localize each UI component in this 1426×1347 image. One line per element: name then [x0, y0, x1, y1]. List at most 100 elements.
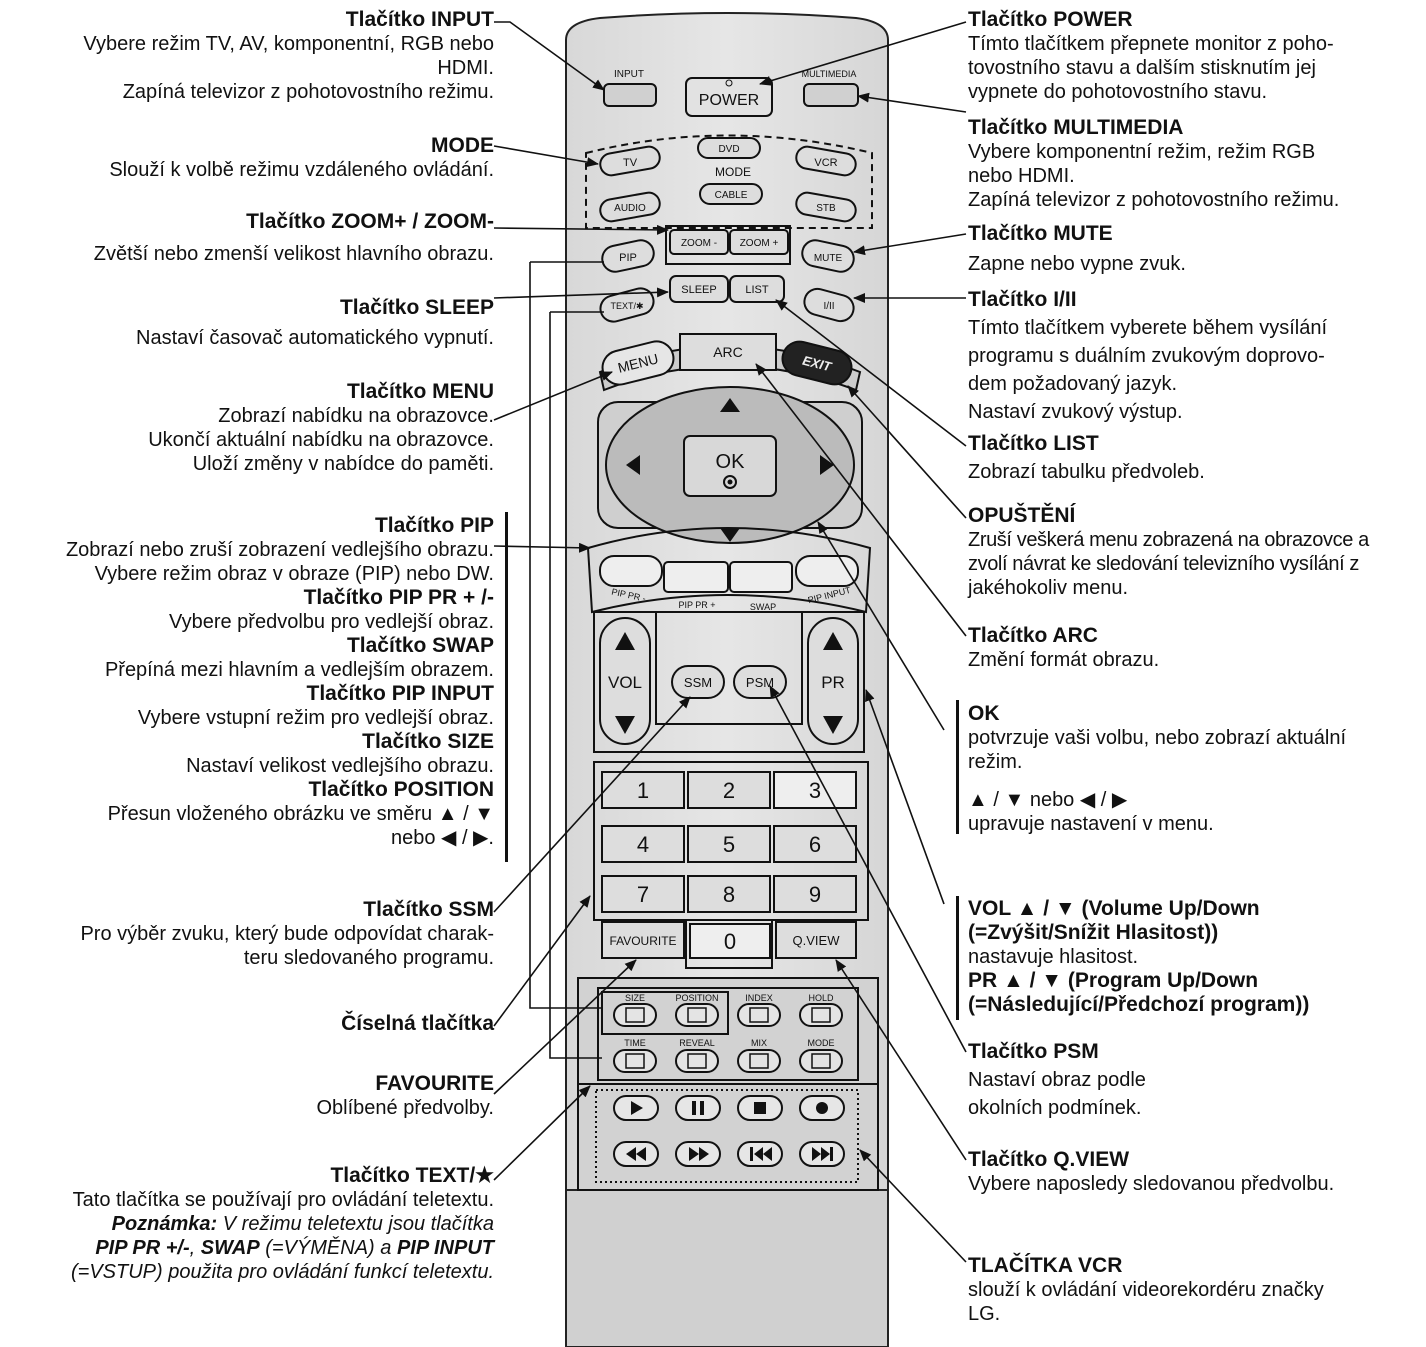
dvd-button[interactable] — [697, 137, 761, 159]
ssm-title: Tlačítko SSM — [363, 898, 494, 921]
qview-button[interactable] — [775, 921, 857, 959]
text-desc: Tato tlačítka se používají pro ovládání … — [72, 1189, 494, 1211]
nav-left-icon[interactable] — [626, 455, 640, 475]
swap-title: Tlačítko SWAP — [346, 634, 494, 657]
qview-title: Tlačítko Q.VIEW — [968, 1148, 1130, 1171]
text-note-1: Poznámka: V režimu teletextu jsou tlačít… — [71, 1212, 494, 1236]
i-ii-button[interactable] — [801, 286, 856, 324]
mute-label: MUTE — [814, 253, 843, 264]
list-button[interactable] — [729, 275, 785, 303]
numeric-title: Číselná tlačítka — [341, 1012, 494, 1035]
i-ii-desc-3: dem požadovaný jazyk. — [968, 373, 1178, 395]
play-icon — [631, 1101, 643, 1115]
menu-title: Tlačítko MENU — [346, 380, 494, 403]
note-2b: , — [189, 1237, 201, 1259]
mode-label: MODE — [715, 165, 751, 179]
skip-forward-icon — [812, 1147, 833, 1161]
nav-right-icon[interactable] — [820, 455, 834, 475]
sleep-button[interactable] — [669, 275, 729, 303]
stb-button[interactable] — [795, 191, 858, 223]
power-button[interactable] — [685, 77, 773, 117]
zero-button[interactable] — [689, 923, 771, 959]
nav-down-icon[interactable] — [720, 528, 740, 542]
vol-label: VOL — [608, 673, 642, 692]
pip-label: PIP — [619, 252, 637, 264]
sleep-callout: Tlačítko SLEEP Nastaví časovač automatic… — [136, 296, 494, 350]
input-button[interactable] — [603, 83, 657, 107]
position-title: Tlačítko POSITION — [308, 778, 494, 801]
qview-desc: Vybere naposledy sledovanou předvolbu. — [968, 1173, 1335, 1195]
zoom-minus-label: ZOOM - — [681, 238, 717, 249]
zoom-minus-button[interactable] — [669, 229, 729, 255]
sleep-title: Tlačítko SLEEP — [339, 296, 494, 319]
ok-desc-1: potvrzuje vaši volbu, nebo zobrazí aktuá… — [968, 727, 1346, 749]
pip-desc-2: Vybere režim obraz v obraze (PIP) nebo D… — [94, 563, 494, 585]
nav-up-icon[interactable] — [720, 398, 740, 412]
exit-title: OPUŠTĚNÍ — [968, 504, 1076, 527]
favourite-title: FAVOURITE — [375, 1072, 494, 1095]
pip-input-button[interactable] — [795, 555, 859, 587]
swap-button[interactable] — [729, 561, 793, 593]
audio-button[interactable] — [599, 191, 662, 223]
text-note-3: (=VSTUP) použita pro ovládání funkcí tel… — [71, 1261, 494, 1283]
ok-arrows-desc: upravuje nastavení v menu. — [968, 813, 1214, 835]
tv-button[interactable] — [599, 145, 662, 177]
mute-title: Tlačítko MUTE — [968, 222, 1113, 245]
pippr-title: Tlačítko PIP PR + /- — [303, 586, 494, 609]
digit-1: 1 — [637, 778, 649, 803]
menu-desc-3: Uloží změny v nabídce do paměti. — [192, 453, 494, 475]
teletext-buttons[interactable] — [613, 1003, 843, 1073]
ssm-button[interactable] — [671, 665, 725, 699]
mode-group-outline — [585, 134, 873, 229]
digit-3: 3 — [809, 778, 821, 803]
psm-desc-2: okolních podmínek. — [968, 1097, 1142, 1119]
ok-title: OK — [968, 702, 1000, 725]
pause-icon — [692, 1101, 704, 1115]
pr-label: PR — [821, 673, 845, 692]
zoom-title: Tlačítko ZOOM+ / ZOOM- — [246, 210, 494, 233]
exit-button[interactable] — [779, 338, 855, 388]
pip-desc-1: Zobrazí nebo zruší zobrazení vedlejšího … — [65, 539, 494, 561]
list-callout: Tlačítko LIST Zobrazí tabulku předvoleb. — [968, 432, 1205, 484]
position-desc-1: Přesun vloženého obrázku ve směru ▲ / ▼ — [107, 803, 494, 825]
i-ii-label: I/II — [823, 301, 834, 312]
input-callout: Tlačítko INPUT Vybere režim TV, AV, komp… — [83, 8, 494, 104]
favourite-button[interactable] — [601, 921, 685, 959]
ok-button[interactable] — [683, 435, 777, 497]
i-ii-title: Tlačítko I/II — [968, 288, 1077, 311]
pr-button[interactable] — [807, 617, 859, 745]
tt-size: SIZE — [625, 993, 645, 1003]
numpad-buttons[interactable] — [601, 771, 857, 913]
cable-button[interactable] — [699, 183, 763, 205]
ok-callout: OK potvrzuje vaši volbu, nebo zobrazí ak… — [968, 702, 1346, 836]
record-icon — [816, 1102, 828, 1114]
menu-desc-2: Ukončí aktuální nabídku na obrazovce. — [148, 429, 494, 451]
swap-label: SWAP — [750, 602, 776, 612]
tt-mode: MODE — [808, 1038, 835, 1048]
zoom-group — [665, 225, 791, 265]
exit-desc-2: zvolí návrat ke sledování televizního vy… — [968, 553, 1360, 575]
vol-button[interactable] — [599, 617, 651, 745]
pip-row-frame — [586, 527, 872, 614]
vcr-title: TLAČÍTKA VCR — [968, 1254, 1123, 1277]
text-title: Tlačítko TEXT/★ — [330, 1164, 494, 1187]
mute-callout: Tlačítko MUTE Zapne nebo vypne zvuk. — [968, 222, 1186, 276]
menu-callout: Tlačítko MENU Zobrazí nabídku na obrazov… — [148, 380, 494, 476]
note-2e: PIP INPUT — [396, 1237, 494, 1259]
vol-title-1: VOL ▲ / ▼ (Volume Up/Down — [968, 897, 1260, 920]
pip-bracket-bar — [505, 512, 508, 862]
pip-pr-plus-button[interactable] — [663, 561, 729, 593]
pip-pr-minus-button[interactable] — [599, 555, 663, 587]
dvd-label: DVD — [718, 144, 739, 155]
multimedia-button[interactable] — [803, 83, 859, 107]
vcr-button[interactable] — [795, 145, 858, 177]
zoom-plus-button[interactable] — [729, 229, 789, 255]
note-rest: V režimu teletextu jsou tlačítka — [217, 1213, 494, 1235]
digit-0: 0 — [724, 929, 736, 954]
mute-button[interactable] — [800, 238, 856, 274]
pipinput-desc: Vybere vstupní režim pro vedlejší obraz. — [137, 707, 494, 729]
vol-desc: nastavuje hlasitost. — [968, 946, 1139, 968]
pipinput-title: Tlačítko PIP INPUT — [306, 682, 495, 705]
vol-title-2: (=Zvýšit/Snížit Hlasitost)) — [968, 921, 1219, 944]
